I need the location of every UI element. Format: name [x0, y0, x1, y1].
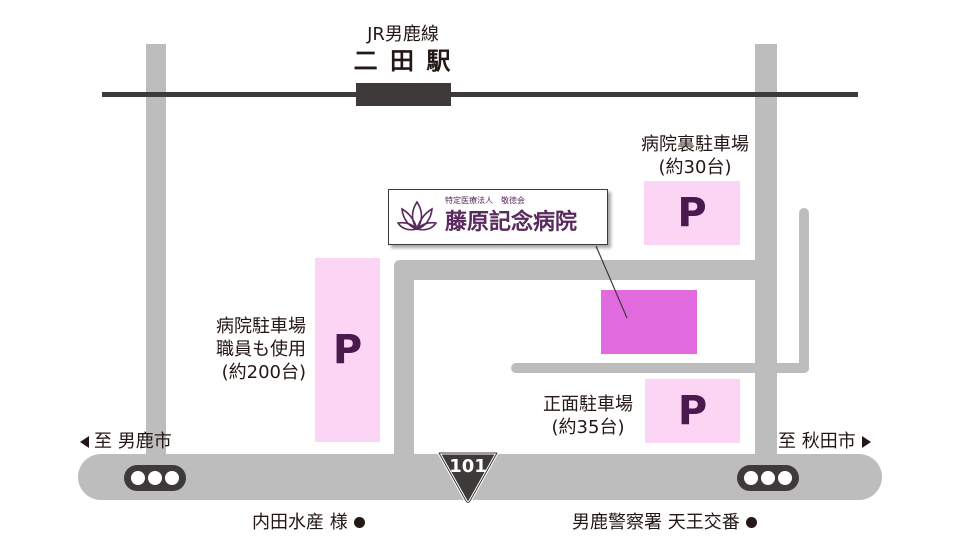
railway-line — [102, 92, 858, 97]
hospital-access-road-vertical — [394, 260, 414, 460]
hospital-name: 藤原記念病院 — [445, 210, 578, 235]
landmark-left: 内田水産 様 — [252, 512, 365, 534]
hospital-signboard: 特定医療法人 敬徳会 藤原記念病院 — [388, 189, 608, 245]
far-right-side-road — [799, 208, 809, 373]
landmark-dot-icon — [745, 516, 757, 528]
railway-line-label: JR男鹿線 — [367, 24, 439, 45]
parking-symbol: P — [332, 327, 363, 373]
station-name: 二 田 駅 — [353, 47, 453, 75]
traffic-signal-icon — [124, 465, 186, 491]
arrow-left-icon — [80, 436, 89, 448]
direction-right: 至 秋田市 — [778, 431, 871, 453]
parking-front-label: 正面駐車場 — [543, 394, 633, 415]
direction-left: 至 男鹿市 — [80, 431, 172, 453]
hospital-access-road-horizontal — [394, 260, 774, 280]
parking-main-label: 病院駐車場 — [216, 316, 306, 337]
front-side-road — [511, 363, 809, 373]
parking-main-capacity: (約200台) — [221, 362, 306, 383]
arrow-right-icon — [861, 436, 871, 448]
hospital-corporation-name: 特定医療法人 敬徳会 — [445, 196, 525, 205]
parking-lot-main: P — [315, 258, 380, 442]
parking-back-label: 病院裏駐車場 — [641, 134, 749, 155]
parking-lot-back: P — [644, 181, 740, 245]
route-number: 101 — [449, 456, 487, 477]
traffic-signal-icon — [737, 465, 799, 491]
parking-main-staff-note: 職員も使用 — [216, 339, 306, 360]
route-shield-icon — [437, 451, 499, 504]
station-platform — [356, 83, 451, 106]
hospital-building — [601, 290, 697, 354]
parking-front-capacity: (約35台) — [551, 417, 625, 438]
landmark-dot-icon — [353, 516, 365, 528]
landmark-right: 男鹿警察署 天王交番 — [572, 512, 757, 534]
left-vertical-road — [146, 44, 166, 464]
parking-lot-front: P — [645, 379, 740, 443]
parking-back-capacity: (約30台) — [658, 157, 732, 178]
hospital-logo-icon — [397, 200, 437, 231]
parking-symbol: P — [677, 190, 707, 236]
right-vertical-road — [755, 44, 777, 464]
parking-symbol: P — [677, 388, 708, 434]
